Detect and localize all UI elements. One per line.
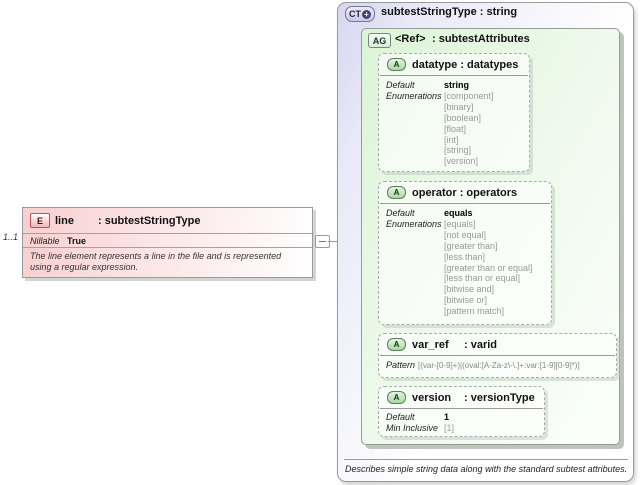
facet-label: Pattern bbox=[386, 360, 416, 370]
attribute-group-badge: AG bbox=[368, 33, 391, 48]
ct-badge-label: CT bbox=[349, 9, 361, 19]
facet-label: Default bbox=[386, 412, 415, 422]
element-name: line bbox=[55, 214, 74, 227]
enumeration-item: [binary] bbox=[444, 101, 474, 112]
attribute-box-version[interactable]: A version : versionType Default 1 Min Inc… bbox=[378, 386, 545, 437]
expand-plus-icon: + bbox=[362, 9, 371, 19]
attr-type: : datatypes bbox=[460, 58, 519, 71]
attribute-badge-icon: A bbox=[387, 391, 406, 404]
attribute-group-type: : subtestAttributes bbox=[432, 33, 530, 45]
attribute-group-name: <Ref> bbox=[395, 33, 426, 45]
attr-type: : varid bbox=[464, 338, 498, 351]
enumeration-item: [int] bbox=[444, 134, 459, 145]
attribute-box-operator[interactable]: A operator : operators Default Enumerati… bbox=[378, 181, 552, 325]
complex-type-title: subtestStringType : string bbox=[381, 6, 518, 18]
enumeration-list: [equals][not equal][greater than][less t… bbox=[444, 219, 533, 317]
attr-name: version bbox=[412, 391, 452, 404]
enumeration-item: [greater than] bbox=[444, 240, 498, 251]
facet-default-value: equals bbox=[444, 208, 473, 218]
nillable-label: Nillable bbox=[30, 235, 60, 246]
enumeration-item: [equals] bbox=[444, 218, 476, 229]
enumeration-item: [version] bbox=[444, 156, 479, 167]
nillable-row: Nillable True bbox=[23, 234, 312, 248]
enumeration-list: [component][binary][boolean][float][int]… bbox=[444, 91, 494, 167]
enumeration-item: [greater than or equal] bbox=[444, 262, 533, 273]
facet-label: Min Inclusive bbox=[386, 422, 439, 433]
attribute-box-datatype[interactable]: A datatype : datatypes Default Enumerati… bbox=[378, 53, 530, 172]
facet-default-value: string bbox=[444, 80, 470, 90]
element-annotation: The line element represents a line in th… bbox=[30, 251, 282, 272]
enumeration-item: [bitwise and] bbox=[444, 284, 495, 295]
facet-min-value: [1] bbox=[444, 422, 455, 433]
attribute-badge-icon: A bbox=[387, 58, 406, 71]
attribute-badge-icon: A bbox=[387, 338, 406, 351]
attr-type: : operators bbox=[459, 186, 518, 199]
enumeration-item: [bitwise or] bbox=[444, 295, 488, 306]
enumeration-item: [pattern match] bbox=[444, 306, 505, 317]
cardinality-label: 1..1 bbox=[3, 232, 19, 242]
minus-icon bbox=[319, 241, 326, 242]
enumeration-item: [less than] bbox=[444, 251, 486, 262]
facet-label: Default bbox=[386, 80, 415, 90]
enumeration-item: [less than or equal] bbox=[444, 273, 521, 284]
enumeration-item: [string] bbox=[444, 145, 472, 156]
attr-type: : versionType bbox=[464, 391, 535, 404]
facet-default-value: 1 bbox=[444, 412, 450, 422]
complex-type-badge[interactable]: CT + bbox=[345, 6, 375, 22]
element-node-line[interactable]: E line: subtestStringType Nillable True … bbox=[22, 207, 313, 278]
attr-name: datatype bbox=[412, 58, 458, 71]
element-badge-icon: E bbox=[30, 213, 50, 228]
attribute-group-title: <Ref> : subtestAttributes bbox=[395, 33, 530, 45]
pattern-value: [(var-[0-9]+)|(oval:[A-Za-z\-\.]+:var:[1… bbox=[418, 361, 580, 370]
attribute-box-var-ref[interactable]: A var_ref : varid Pattern [(var-[0-9]+)|(… bbox=[378, 333, 617, 378]
facet-label: Default bbox=[386, 208, 415, 218]
element-type: : subtestStringType bbox=[98, 214, 201, 227]
facet-label: Enumerations bbox=[386, 218, 442, 229]
complex-type-description: Describes simple string data along with … bbox=[345, 464, 628, 474]
attr-name: var_ref bbox=[412, 338, 449, 351]
facet-label: Enumerations bbox=[386, 90, 442, 101]
nillable-value: True bbox=[67, 235, 87, 246]
enumeration-item: [boolean] bbox=[444, 112, 482, 123]
footer-divider bbox=[344, 459, 628, 460]
attr-name: operator bbox=[412, 186, 457, 199]
enumeration-item: [not equal] bbox=[444, 229, 487, 240]
attribute-badge-icon: A bbox=[387, 186, 406, 199]
enumeration-item: [component] bbox=[444, 90, 494, 101]
enumeration-item: [float] bbox=[444, 123, 467, 134]
element-header[interactable]: E line : subtestStringType bbox=[23, 208, 312, 234]
